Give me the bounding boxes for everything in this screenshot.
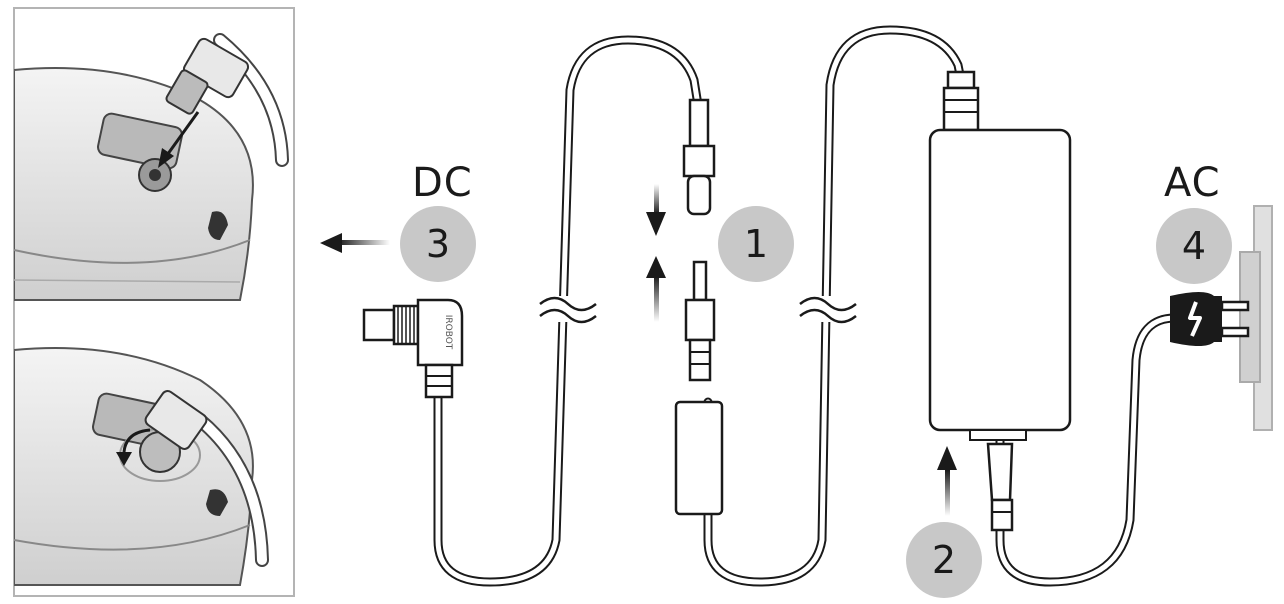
step-3-circle: 3 [400, 206, 476, 282]
robot-top-view-lock [14, 347, 269, 586]
down-arrow-icon [158, 148, 174, 168]
step-1-circle: 1 [718, 206, 794, 282]
dc-plug-connector [684, 260, 716, 382]
cable-break-icon [539, 296, 857, 324]
up-arrow-icon [646, 256, 666, 322]
dc-right-angle-connector: IROBOT [362, 298, 464, 399]
power-plug-icon [1170, 292, 1250, 346]
left-arrow-icon [320, 233, 390, 253]
ac-cord-connector [986, 442, 1014, 532]
dc-label: DC [412, 160, 473, 206]
ac-label: AC [1164, 160, 1221, 206]
step-4-circle: 4 [1156, 208, 1232, 284]
connector-brand-text: IROBOT [443, 315, 453, 350]
robot-panel [13, 7, 295, 597]
step-2-circle: 2 [906, 522, 982, 598]
ferrite-bead [674, 400, 724, 516]
power-adapter [928, 70, 1072, 441]
dc-socket-connector [682, 98, 716, 216]
down-arrow-icon [646, 184, 666, 236]
wall-outlet [1239, 205, 1273, 431]
up-arrow-icon [937, 446, 957, 516]
rotate-arrow-icon [116, 452, 132, 466]
robot-top-view-insert [14, 33, 289, 301]
